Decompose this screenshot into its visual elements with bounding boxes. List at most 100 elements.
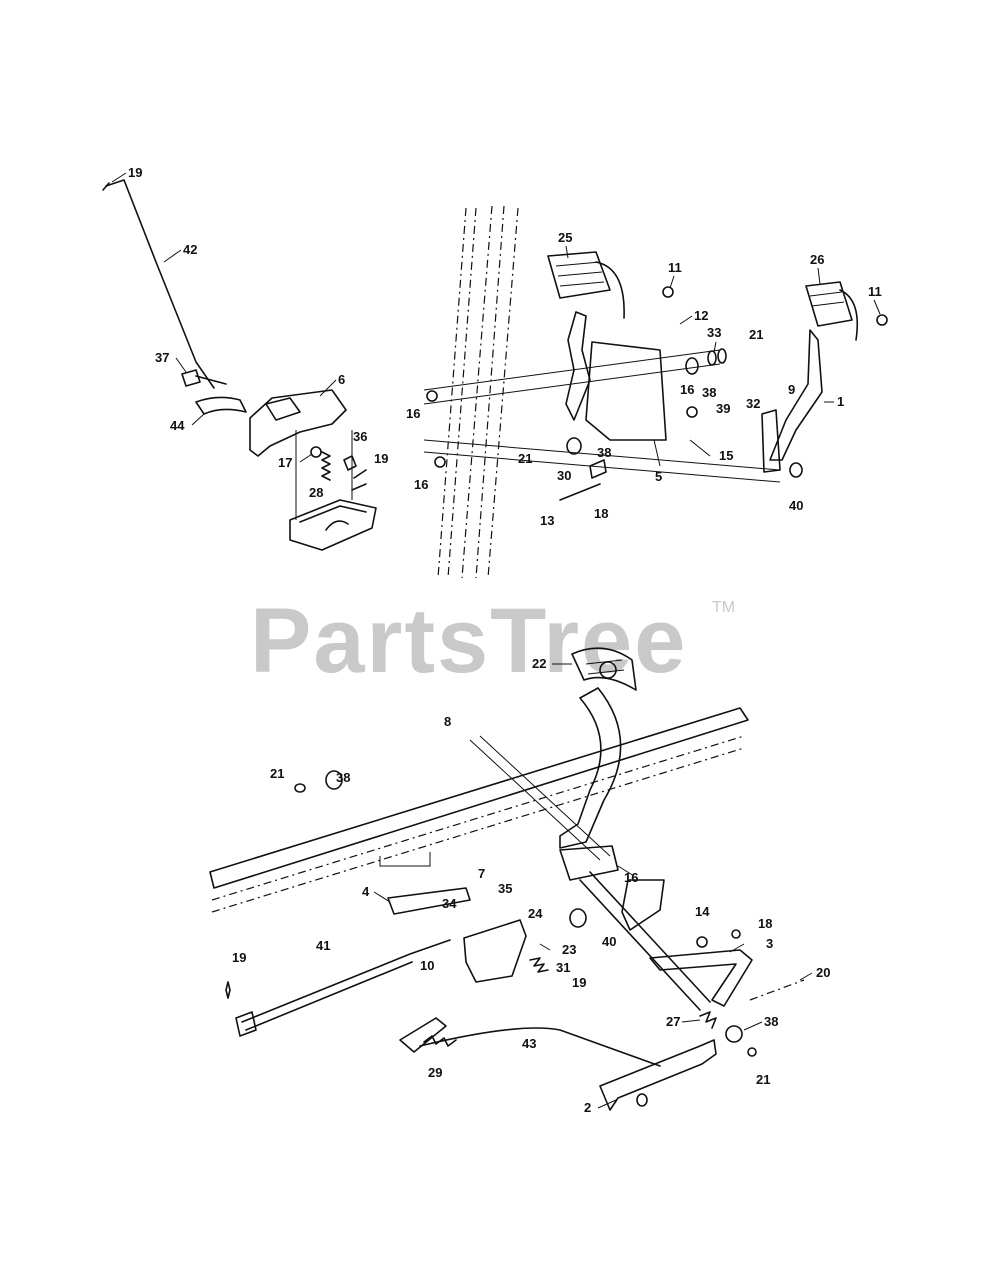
clip-21d-drawing xyxy=(747,1047,757,1057)
pedal-shafts-drawing xyxy=(423,349,781,483)
bushing-38b-drawing xyxy=(566,437,582,455)
callout-16d: 16 xyxy=(624,870,638,885)
pedal-22-drawing xyxy=(571,647,637,691)
callout-34: 34 xyxy=(442,896,457,911)
pedal-pivot-plate-drawing xyxy=(559,845,619,881)
callout-39: 39 xyxy=(716,401,730,416)
callout-18a: 18 xyxy=(594,506,608,521)
rod-42-drawing xyxy=(105,179,215,389)
rod-41-drawing xyxy=(241,939,451,1031)
frame-slot-drawing xyxy=(379,852,431,867)
callout-24: 24 xyxy=(528,906,543,921)
callout-43: 43 xyxy=(522,1036,536,1051)
nut-16b-drawing xyxy=(426,390,438,402)
bracket-44-drawing xyxy=(195,396,247,415)
pin-17-drawing xyxy=(310,446,322,458)
callout-7: 7 xyxy=(478,866,485,881)
frame-rails-drawing xyxy=(437,205,519,579)
cable-end-29-drawing xyxy=(399,1017,447,1053)
rod-end-drawing xyxy=(102,182,110,191)
callout-labels: 19 42 37 6 44 36 19 17 28 25 11 12 33 21… xyxy=(128,165,882,1115)
pedal-22-grip-drawing xyxy=(585,659,625,675)
callout-21a: 21 xyxy=(749,327,763,342)
nut-16c-drawing xyxy=(434,456,446,468)
callout-29: 29 xyxy=(428,1065,442,1080)
callout-38a: 38 xyxy=(702,385,716,400)
spring-28-drawing xyxy=(321,451,331,481)
callout-40a: 40 xyxy=(789,498,803,513)
pedal-26-grip-drawing xyxy=(809,291,845,307)
bushing-38d-drawing xyxy=(725,1025,743,1043)
callout-2: 2 xyxy=(584,1100,591,1115)
bushing-38-drawing xyxy=(685,357,699,375)
callout-18b: 18 xyxy=(758,916,772,931)
bolt-11b-drawing xyxy=(876,314,888,326)
arm-3-drawing xyxy=(649,949,753,1007)
callout-20: 20 xyxy=(816,965,830,980)
alignment-lines-drawing xyxy=(295,430,353,520)
spacer-30-drawing xyxy=(589,459,607,479)
spring-27-drawing xyxy=(699,1011,717,1029)
callout-11b: 11 xyxy=(868,284,882,299)
pin-8-drawing xyxy=(469,735,611,861)
pedal-26-drawing xyxy=(805,281,859,341)
callout-35: 35 xyxy=(498,881,512,896)
washer-33-drawing xyxy=(707,350,717,366)
callout-6: 6 xyxy=(338,372,345,387)
bracket-24-drawing xyxy=(463,919,527,983)
upper-left-assembly xyxy=(102,179,377,551)
callout-9: 9 xyxy=(788,382,795,397)
callout-42: 42 xyxy=(183,242,197,257)
callout-38c: 38 xyxy=(336,770,350,785)
pedal-arm-1-drawing xyxy=(769,329,823,461)
callout-32: 32 xyxy=(746,396,760,411)
cross-shaft-drawing xyxy=(579,871,711,1011)
callout-33: 33 xyxy=(707,325,721,340)
callout-14: 14 xyxy=(695,904,710,919)
callout-8: 8 xyxy=(444,714,451,729)
callout-16a: 16 xyxy=(406,406,420,421)
rod-41-end-drawing xyxy=(235,1011,257,1037)
bushing-38c-drawing xyxy=(325,770,343,790)
nut-16-drawing xyxy=(686,406,698,418)
watermark-text: PartsTree xyxy=(250,590,687,692)
callout-38b: 38 xyxy=(597,445,611,460)
bolt-11a-drawing xyxy=(662,286,674,298)
callout-21c: 21 xyxy=(270,766,284,781)
bushing-40-drawing xyxy=(789,462,803,478)
frame-rail-top-drawing xyxy=(209,707,749,889)
callout-4: 4 xyxy=(362,884,370,899)
plate-6-drawing xyxy=(249,389,347,457)
clip-36-drawing xyxy=(343,455,367,491)
callout-19c: 19 xyxy=(232,950,246,965)
callout-26: 26 xyxy=(810,252,824,267)
cable-43-drawing xyxy=(419,1027,661,1067)
callout-19b: 19 xyxy=(374,451,388,466)
nut-18b-drawing xyxy=(731,929,741,939)
callout-5: 5 xyxy=(655,469,662,484)
callout-21d: 21 xyxy=(756,1072,770,1087)
pedal-22-pad-drawing xyxy=(599,661,617,679)
plate-hinge-drawing xyxy=(265,397,301,421)
callout-27: 27 xyxy=(666,1014,680,1029)
callout-36: 36 xyxy=(353,429,367,444)
callout-19a: 19 xyxy=(128,165,142,180)
spring-29-drawing xyxy=(423,1035,457,1047)
bushing-40b-drawing xyxy=(569,908,587,928)
link-32-drawing xyxy=(761,409,781,473)
callout-37: 37 xyxy=(155,350,169,365)
pedal-arm-22-drawing xyxy=(559,687,622,849)
arm-2-drawing xyxy=(599,1039,717,1111)
pin-20-drawing xyxy=(749,979,805,1001)
callout-22: 22 xyxy=(532,656,546,671)
callout-23: 23 xyxy=(562,942,576,957)
bolt-13-drawing xyxy=(559,483,601,501)
callout-10: 10 xyxy=(420,958,434,973)
pedal-25-drawing xyxy=(547,251,625,319)
callout-11a: 11 xyxy=(668,260,682,275)
callout-31: 31 xyxy=(556,960,570,975)
link-4-drawing xyxy=(387,887,471,915)
callout-25: 25 xyxy=(558,230,572,245)
lower-housing-drawing xyxy=(289,499,377,551)
